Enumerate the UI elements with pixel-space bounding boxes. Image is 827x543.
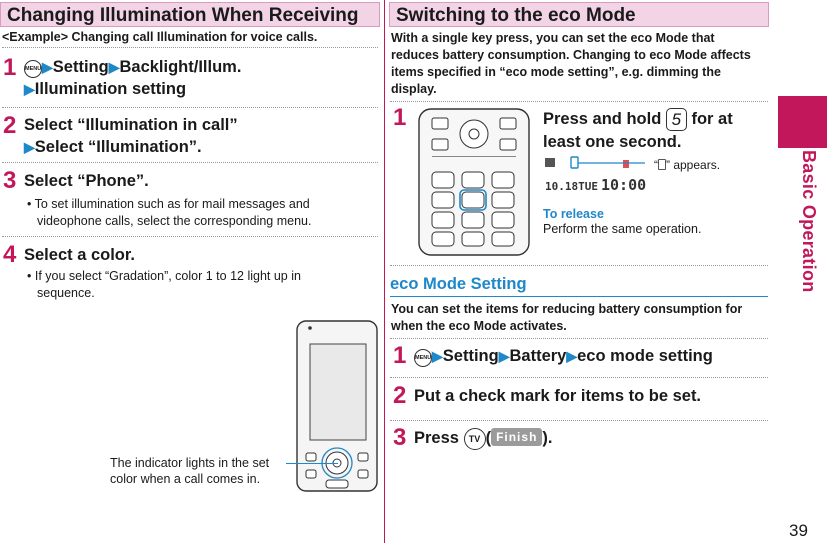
callout-text-1: The indicator lights in the set [110,456,270,470]
step-number: 3 [3,167,17,194]
arrow-icon: ▶ [566,348,578,364]
intro-line-3: items specified in “eco mode setting”, e… [391,65,721,79]
eco-step-1-c: least one second. [543,133,682,151]
intro-line-1: With a single key press, you can set the… [391,31,715,45]
sidebar-tab-block [778,96,827,148]
step-2-line2: Select “Illumination”. [34,138,202,156]
divider [2,162,378,163]
appears-text: “ ” appears. [654,157,720,174]
to-release-label: To release [543,207,604,221]
arrow-icon: ▶ [42,59,53,75]
step-2-line1: Select “Illumination in call” [24,116,238,134]
step-4-text: Select a color. [24,246,135,264]
step-3-text: Select “Phone”. [24,172,149,190]
step-number: 1 [3,54,17,81]
subheading-underline [390,296,768,297]
eco-step-1-text: Press and hold 5 for at least one second… [543,108,733,153]
intro-line-4: display. [391,82,437,96]
page-number: 39 [789,521,808,540]
section-heading-eco-mode: Switching to the eco Mode [389,2,769,27]
sub-intro-2: when the eco Mode activates. [391,319,567,333]
divider [2,107,378,108]
screen-date: 10.18TUE [545,180,598,193]
eco-setting-step-2: Put a check mark for items to be set. [414,387,702,405]
callout-text-2: color when a call comes in. [110,472,261,486]
step-number: 2 [3,112,17,139]
screen-time: 10:00 [601,176,647,194]
camera-tv-key-icon: TV [463,428,486,450]
eco-s3-close: ). [542,429,553,447]
step-3-note1: • To set illumination such as for mail m… [27,197,310,211]
eco-mode-setting-heading: eco Mode Setting [390,275,527,293]
eco-step-1-b: for at [691,110,733,128]
intro-line-2: reduces battery consumption. Changing to… [391,48,751,62]
appears-quote-open: “ [654,158,658,172]
step-number: 3 [393,424,407,451]
phone-keypad-illustration [418,108,530,256]
eco-step-1-a: Press and hold [543,110,662,128]
appears-quote-close: ” appears. [666,158,721,172]
step-number: 1 [393,342,407,369]
step-2-text: Select “Illumination in call” ▶Select “I… [24,114,238,158]
phone-illustration [296,320,378,492]
step-number: 2 [393,382,407,409]
menu-key-icon: MENU [24,60,42,78]
divider [390,338,768,339]
divider [390,377,768,378]
sidebar-section-label: Basic Operation [799,150,819,293]
step-4-note1: • If you select “Gradation”, color 1 to … [27,269,301,283]
eco-setting-step-1: MENU▶Setting▶Battery▶eco mode setting [414,345,713,367]
arrow-icon: ▶ [108,59,120,75]
section-heading-illumination: Changing Illumination When Receiving [0,2,380,27]
step-1-setting: Setting [52,58,109,76]
divider [390,101,768,102]
arrow-icon: ▶ [432,348,443,364]
example-text: <Example> Changing call Illumination for… [2,30,318,44]
step-3-note2: videophone calls, select the correspondi… [37,214,312,228]
eco-setting-step-3: Press TV(Finish). [414,427,553,450]
screen-snippet [543,155,645,201]
step-number: 1 [393,104,407,131]
arrow-icon: ▶ [24,139,35,155]
key-5-icon: 5 [665,108,687,131]
eco-s1-setting: Setting [442,347,499,365]
menu-key-icon: MENU [414,349,432,367]
column-divider [384,0,385,543]
eco-s3-press: Press [414,429,459,447]
step-1-backlight: Backlight/Illum. [119,58,242,76]
divider [390,265,768,266]
eco-s1-battery: Battery [509,347,567,365]
eco-s1-eco-mode-setting: eco mode setting [577,347,713,365]
step-1-illum-setting: Illumination setting [34,80,187,98]
eco-icon [658,159,666,170]
finish-softkey-label: Finish [491,428,543,446]
arrow-icon: ▶ [498,348,510,364]
eco-s3-open: ( [485,429,492,447]
callout-line [286,463,338,464]
divider [2,47,378,48]
divider [390,420,768,421]
divider [2,236,378,237]
release-text: Perform the same operation. [543,222,702,236]
sub-intro-1: You can set the items for reducing batte… [391,302,743,316]
arrow-icon: ▶ [24,81,35,97]
step-1-text: MENU▶Setting▶Backlight/Illum. ▶Illuminat… [24,56,241,100]
step-4-note2: sequence. [37,286,95,300]
step-number: 4 [3,241,17,268]
